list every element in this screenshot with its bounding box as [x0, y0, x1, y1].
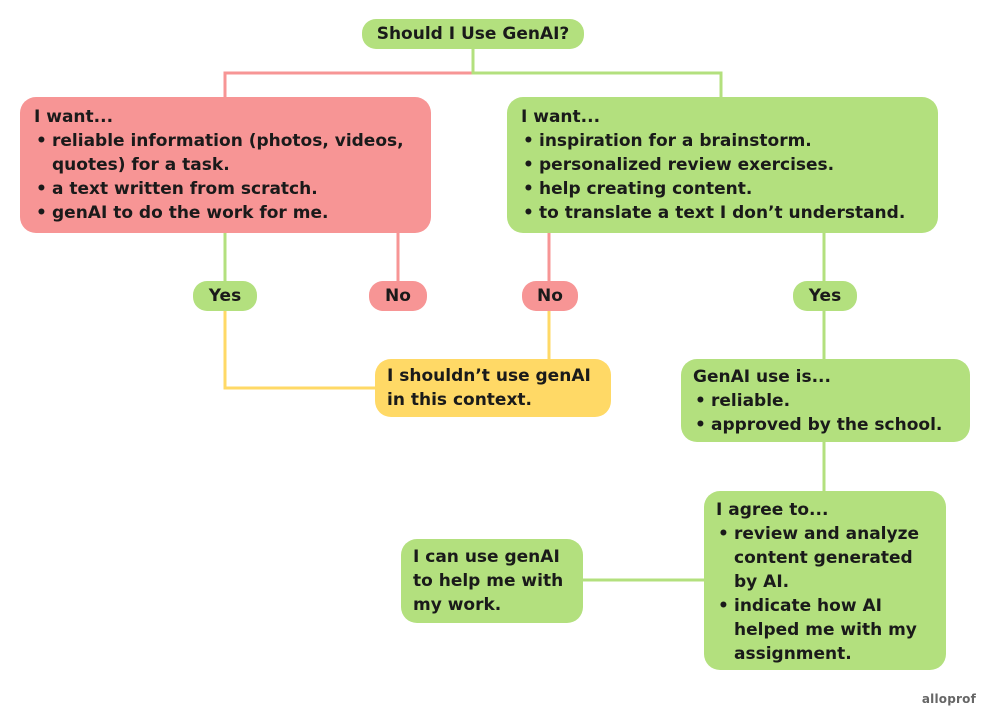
genai-use-heading: GenAI use is...: [693, 367, 831, 387]
right-want-list: inspiration for a brainstorm. personaliz…: [521, 129, 924, 225]
connector-yes-shouldnt: [223, 310, 376, 390]
right-yes-label: Yes: [793, 281, 857, 311]
right-want-item: inspiration for a brainstorm.: [521, 129, 924, 153]
can-use-text: I can use genAI to help me with my work.: [413, 547, 564, 615]
connector-title-right: [471, 47, 723, 98]
right-no-text: No: [537, 286, 563, 306]
right-no-label: No: [522, 281, 578, 311]
left-want-list: reliable information (photos, videos, qu…: [34, 129, 417, 225]
right-want-item: personalized review exercises.: [521, 153, 924, 177]
connector-title-left: [223, 47, 475, 98]
shouldnt-use-text: I shouldn’t use genAI in this context.: [387, 366, 591, 410]
shouldnt-use-box: I shouldn’t use genAI in this context.: [375, 359, 611, 417]
right-want-item: help creating content.: [521, 177, 924, 201]
left-no-label: No: [369, 281, 427, 311]
left-want-item: genAI to do the work for me.: [34, 201, 417, 225]
left-yes-text: Yes: [208, 286, 242, 306]
right-want-box: I want... inspiration for a brainstorm. …: [507, 97, 938, 233]
left-yes-label: Yes: [193, 281, 257, 311]
genai-use-item: reliable.: [693, 389, 958, 413]
genai-use-list: reliable. approved by the school.: [693, 389, 958, 437]
left-want-heading: I want...: [34, 107, 114, 127]
right-want-item: to translate a text I don’t understand.: [521, 201, 924, 225]
title-text: Should I Use GenAI?: [376, 24, 570, 44]
right-want-heading: I want...: [521, 107, 601, 127]
genai-use-item: approved by the school.: [693, 413, 958, 437]
can-use-box: I can use genAI to help me with my work.: [401, 539, 583, 623]
left-want-item: a text written from scratch.: [34, 177, 417, 201]
title-node: Should I Use GenAI?: [362, 19, 584, 49]
left-want-box: I want... reliable information (photos, …: [20, 97, 431, 233]
left-no-text: No: [385, 286, 411, 306]
agree-item: indicate how AI helped me with my assign…: [716, 594, 934, 666]
alloprof-watermark: alloprof: [921, 692, 976, 706]
genai-use-box: GenAI use is... reliable. approved by th…: [681, 359, 970, 442]
agree-list: review and analyze content generated by …: [716, 522, 934, 666]
left-want-item: reliable information (photos, videos, qu…: [34, 129, 417, 177]
agree-box: I agree to... review and analyze content…: [704, 491, 946, 670]
agree-heading: I agree to...: [716, 500, 829, 520]
right-yes-text: Yes: [808, 286, 842, 306]
agree-item: review and analyze content generated by …: [716, 522, 934, 594]
